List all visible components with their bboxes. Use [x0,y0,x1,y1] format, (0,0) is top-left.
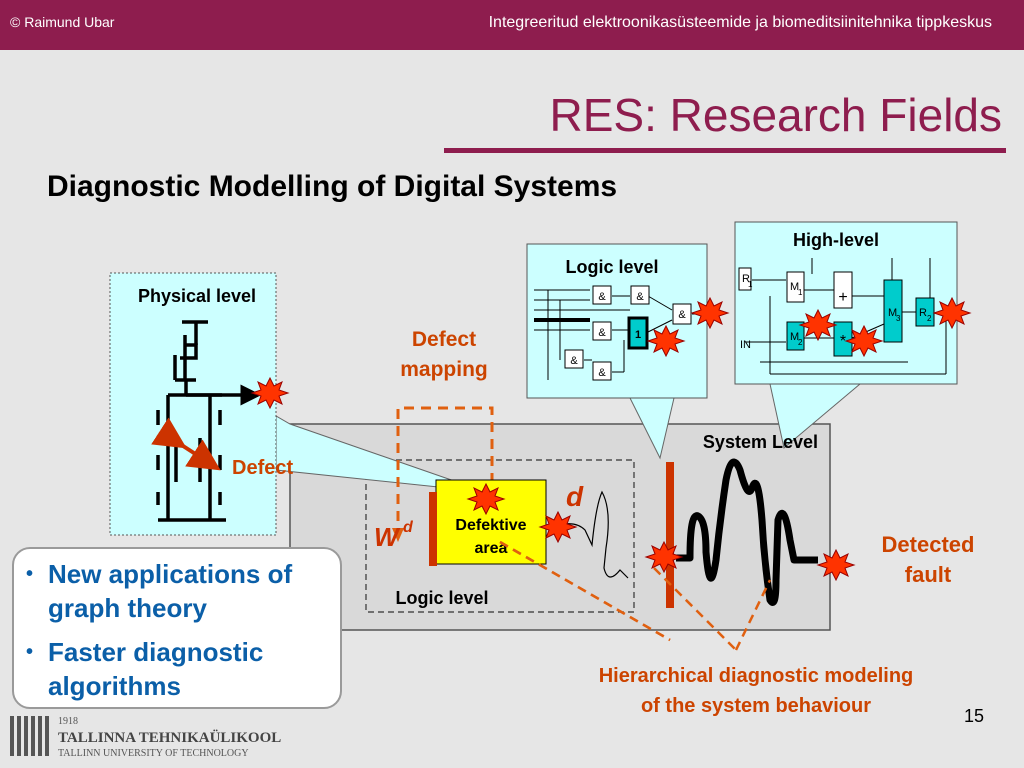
bullet-item: • Faster diagnostic algorithms [26,635,330,703]
and-label-4: & [678,309,686,321]
fault-burst-icon [644,540,684,574]
adder-block [833,271,853,309]
and-gate-6 [592,361,612,381]
detected-line2: fault [905,562,952,587]
hierarchical-line2: of the system behaviour [641,695,871,717]
bullet-text: New applications of graph theory [48,559,293,623]
r2-block [915,297,935,327]
m2-sub: 2 [798,338,803,347]
and-label-6: & [598,367,606,379]
header-bar: © Raimund Ubar Integreeritud elektroonik… [0,0,1024,50]
fault-burst-icon [250,376,290,410]
bullet-text: Faster diagnostic algorithms [48,637,264,701]
copyright-text: © Raimund Ubar [10,14,115,30]
fault-burst-icon [646,324,686,358]
logo-year: 1918 [58,716,78,727]
university-logo: 1918 TALLINNA TEHNIKAÜLIKOOL TALLINN UNI… [10,716,281,759]
fault-burst-icon [798,308,838,342]
fault-burst-icon [690,296,730,330]
and-label-5: & [570,355,578,367]
defect-mapping-arrow [396,406,494,538]
defective-line1: Defektive [455,517,526,534]
and-label-3: & [598,327,606,339]
or-label: 1 [635,329,641,341]
detected-line1: Detected [882,532,975,557]
bullet-dot: • [26,641,34,663]
logo-mark [10,716,49,756]
and-gate-1 [592,285,612,305]
r2-sub: 2 [927,314,932,323]
m2-block [786,321,805,351]
r1-block [738,267,752,291]
m1-block [786,271,805,303]
m1-sub: 1 [798,288,803,297]
system-level-label: System Level [703,432,818,452]
fault-burst-icons [250,296,972,582]
logic-level-inner-box [365,459,635,613]
fault-burst-icon [466,482,506,516]
r1-sub: 1 [748,280,753,289]
system-red-bar [666,462,674,608]
fault-burst-icon [932,296,972,330]
w-superscript: d [403,519,414,536]
physical-level-panel [109,272,277,536]
r1-label: R [742,273,750,285]
slide-subtitle: Diagnostic Modelling of Digital Systems [47,170,618,203]
and-label-2: & [636,291,644,303]
hierarchy-dashed-lines [499,540,772,651]
fault-burst-icon [816,548,856,582]
and-gate-4 [672,303,692,325]
defective-line2: area [475,540,508,557]
w-label: W [374,522,401,552]
w-bar [429,492,437,566]
bullet-box: • New applications of graph theory • Faste… [12,547,342,709]
hierarchical-line1: Hierarchical diagnostic modeling [599,665,914,687]
m3-block [883,279,903,343]
defect-mapping-line2: mapping [400,358,488,381]
in-label: IN [740,339,751,351]
or-gate-defective [627,316,649,350]
high-level-wiring [746,258,947,375]
defect-mapping-line1: Defect [412,328,476,351]
logo-univ-en: TALLINN UNIVERSITY OF TECHNOLOGY [58,748,249,759]
and-gate-5 [564,349,584,369]
logic-gates [534,289,702,380]
bullet-item: • New applications of graph theory [26,557,330,625]
m3-sub: 3 [896,314,901,323]
big-waveform [676,458,818,606]
title-underline [444,148,1006,153]
defect-label: Defect [232,457,293,479]
plus-label: + [838,289,847,306]
r2-label: R [919,307,927,319]
high-level-label: High-level [793,230,879,250]
logic-level-bottom-label: Logic level [395,588,488,608]
d-label: d [566,481,584,512]
defect-arrow [151,417,221,471]
bullet-dot: • [26,563,34,585]
small-waveform [555,490,629,579]
m3-label: M [888,307,897,319]
and-gate-3 [592,321,612,341]
logic-level-top-label: Logic level [565,257,658,277]
slide-title: RES: Research Fields [549,89,1003,141]
m2-label: M [790,331,799,343]
institution-text: Integreeritud elektroonikasüsteemide ja … [488,14,992,31]
mapping-arrowhead [392,528,404,542]
fault-burst-icon [844,324,884,358]
page-number: 15 [963,706,984,726]
and-label-1: & [598,291,606,303]
mult-label: * [840,333,846,350]
fault-burst-icon [538,510,578,544]
physical-level-label: Physical level [138,286,256,306]
m1-label: M [790,281,799,293]
logo-univ-et: TALLINNA TEHNIKAÜLIKOOL [58,729,281,746]
and-gate-2 [630,285,650,305]
